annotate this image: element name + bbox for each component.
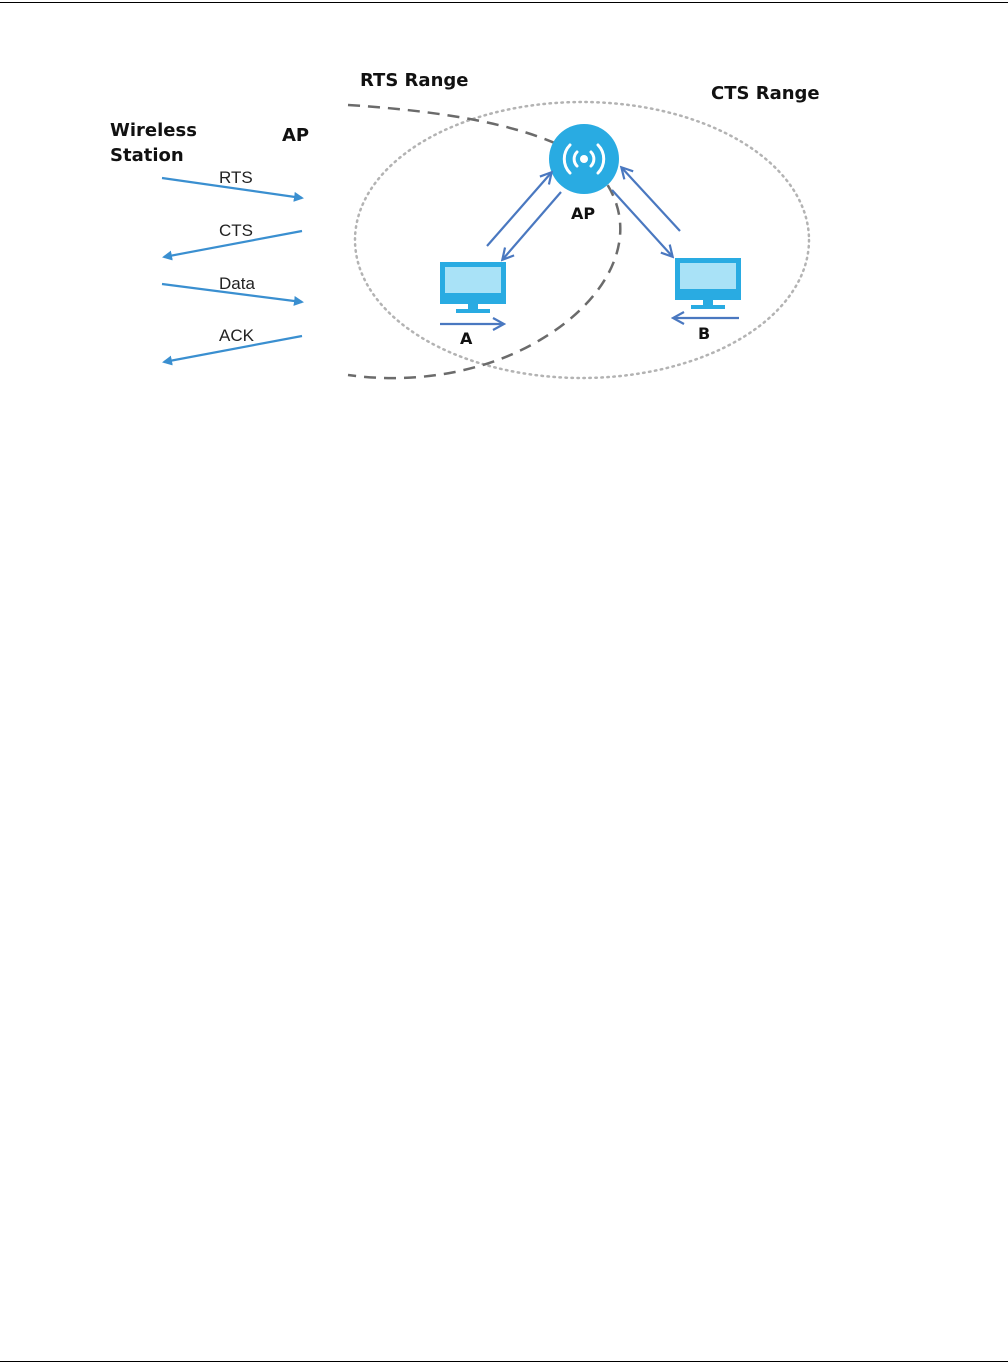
station-b-label: B [698,324,710,343]
page-bottom-rule [0,1361,1008,1362]
b-to-ap-arrow [622,168,680,231]
ack-message-label: ACK [219,326,255,345]
station-b-monitor-icon [675,258,741,309]
rts-message-label: RTS [219,168,253,187]
ap-to-a-arrow [503,192,561,259]
wireless-station-label-line1: Wireless [110,120,197,141]
station-a-label: A [460,329,473,348]
exchange-ap-label: AP [282,125,309,146]
rts-cts-diagram: Wireless Station AP RTS CTS Data ACK RTS… [0,0,1008,420]
ap-node-label: AP [571,204,595,223]
a-to-ap-arrow [487,173,551,246]
data-message-label: Data [219,274,255,293]
cts-message-label: CTS [219,221,253,240]
station-a-monitor-icon [440,262,506,313]
wireless-station-label-line2: Station [110,145,184,166]
rts-range-label: RTS Range [360,70,468,91]
access-point-icon [549,124,619,194]
cts-range-label: CTS Range [711,83,820,104]
